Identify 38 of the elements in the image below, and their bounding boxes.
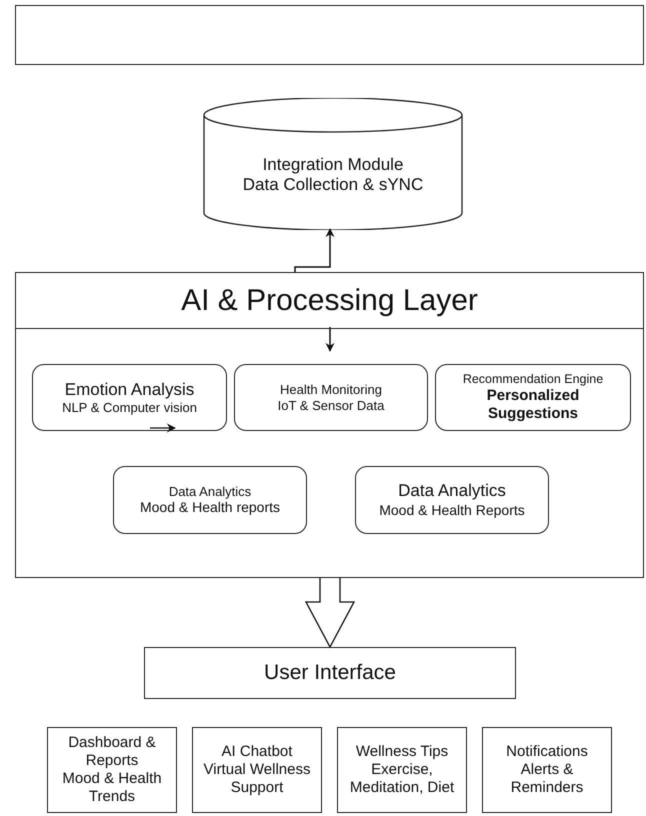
- box-subtitle: Personalized Suggestions: [486, 387, 580, 423]
- box-title: Wellness Tips: [356, 743, 448, 761]
- module-box: [113, 466, 307, 534]
- box-subtitle: Mood & Health reports: [140, 499, 280, 516]
- box-subtitle: Alerts & Reminders: [510, 761, 584, 797]
- box-title: Emotion Analysis: [64, 380, 194, 400]
- module-box: [32, 364, 227, 431]
- process-box: [337, 727, 467, 813]
- box-subtitle: Virtual Wellness Support: [202, 761, 312, 797]
- box-subtitle: Mood & Health Reports: [379, 502, 525, 519]
- box-title: User Interface: [264, 660, 396, 686]
- arrow: [294, 228, 334, 272]
- layer-heading: AI & Processing Layer: [16, 273, 643, 329]
- layer-panel: [15, 272, 644, 578]
- box-subtitle: Data Collection & sYNC: [242, 175, 424, 196]
- process-box: [15, 5, 644, 65]
- process-box: [144, 647, 516, 699]
- box-title: Data Analytics: [168, 484, 252, 500]
- database-cylinder: [203, 98, 463, 230]
- module-box: [234, 364, 428, 431]
- box-subtitle: Mood & Health Trends: [61, 770, 163, 806]
- box-title: Integration Module: [262, 154, 404, 175]
- arrow: [326, 327, 334, 352]
- process-box: [482, 727, 612, 813]
- box-title: Notifications: [506, 743, 588, 761]
- box-subtitle: IoT & Sensor Data: [278, 398, 384, 414]
- box-title: Data Analytics: [398, 481, 506, 502]
- box-title: Dashboard & Reports: [67, 734, 157, 770]
- block-arrow: [304, 577, 356, 648]
- module-box: [435, 364, 631, 431]
- process-box: [192, 727, 322, 813]
- box-subtitle: NLP & Computer vision: [62, 400, 197, 416]
- box-subtitle: Exercise, Meditation, Diet: [348, 761, 456, 797]
- box-title: Recommendation Engine: [462, 372, 604, 387]
- box-title: AI Chatbot: [222, 743, 292, 761]
- box-title: Health Monitoring: [280, 382, 382, 398]
- module-box: [355, 466, 549, 534]
- process-box: [47, 727, 177, 813]
